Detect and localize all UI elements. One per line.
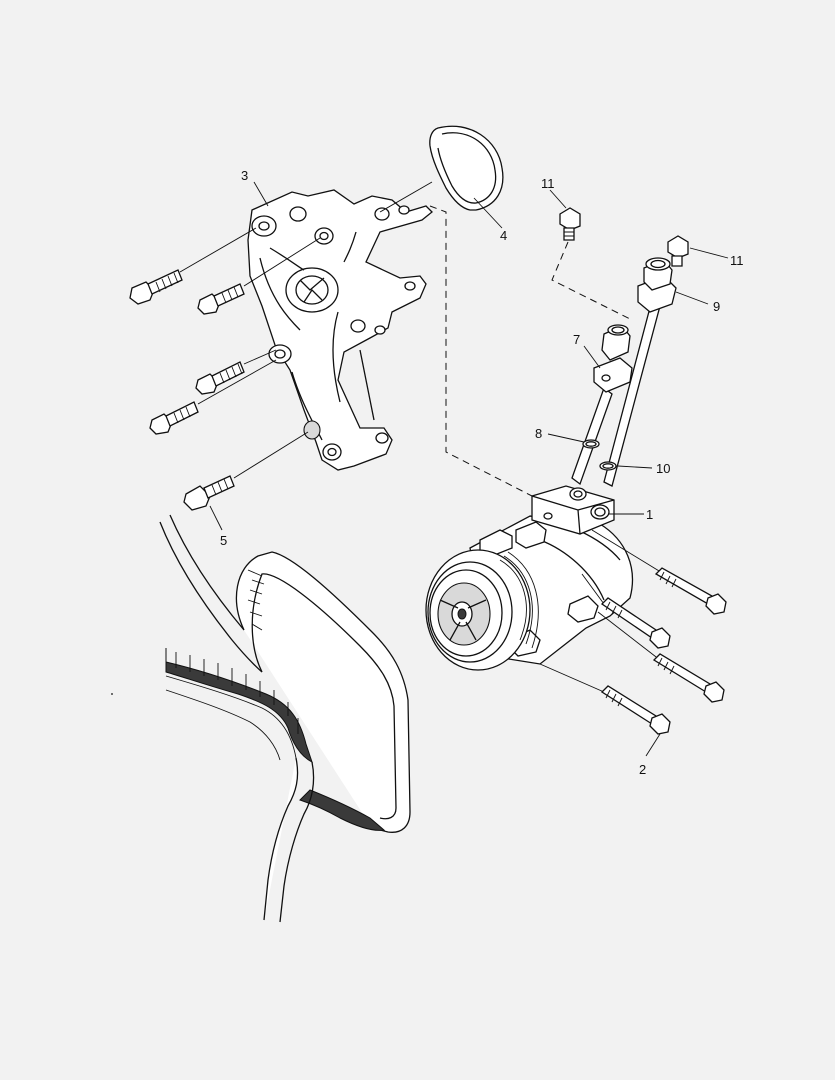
speck bbox=[111, 693, 113, 695]
o-ring-part-10 bbox=[599, 461, 617, 471]
o-ring-part-8 bbox=[582, 439, 600, 449]
bolt-part-11-left bbox=[559, 207, 581, 241]
bolt-icon bbox=[195, 361, 245, 395]
callout-9: 9 bbox=[713, 299, 720, 314]
refrigerant-line-part-9 bbox=[603, 257, 677, 487]
callout-7: 7 bbox=[573, 332, 580, 347]
drive-belt bbox=[159, 514, 411, 923]
refrigerant-line-part-7 bbox=[571, 324, 633, 486]
bolt-icon bbox=[600, 685, 671, 735]
bracket-bolts bbox=[129, 227, 321, 511]
callout-3: 3 bbox=[241, 168, 248, 183]
compressor-bolts-part-2 bbox=[600, 567, 727, 735]
bolt-icon bbox=[652, 653, 725, 703]
ac-compressor-part-1 bbox=[425, 485, 665, 693]
bolt-part-11-right bbox=[667, 235, 689, 267]
bolt-icon bbox=[600, 597, 671, 649]
bolt-icon bbox=[183, 475, 235, 511]
callout-11-right: 11 bbox=[730, 253, 744, 268]
bolt-icon bbox=[654, 567, 727, 615]
bolt-icon bbox=[197, 283, 245, 315]
callout-4: 4 bbox=[500, 228, 507, 243]
callout-8: 8 bbox=[535, 426, 542, 441]
callout-1: 1 bbox=[646, 507, 653, 522]
gasket-part-4 bbox=[429, 125, 504, 211]
callout-5: 5 bbox=[220, 533, 227, 548]
callout-11-left: 11 bbox=[541, 176, 555, 191]
callout-10: 10 bbox=[656, 461, 670, 476]
mounting-bracket-part-3 bbox=[247, 189, 433, 471]
bolt-icon bbox=[129, 269, 183, 305]
callout-leaders bbox=[209, 181, 729, 757]
bolt-icon bbox=[149, 401, 199, 435]
callout-labels: 1 2 3 4 5 7 8 9 10 11 11 bbox=[220, 168, 744, 777]
assembly-lines bbox=[379, 181, 633, 497]
callout-2: 2 bbox=[639, 762, 646, 777]
